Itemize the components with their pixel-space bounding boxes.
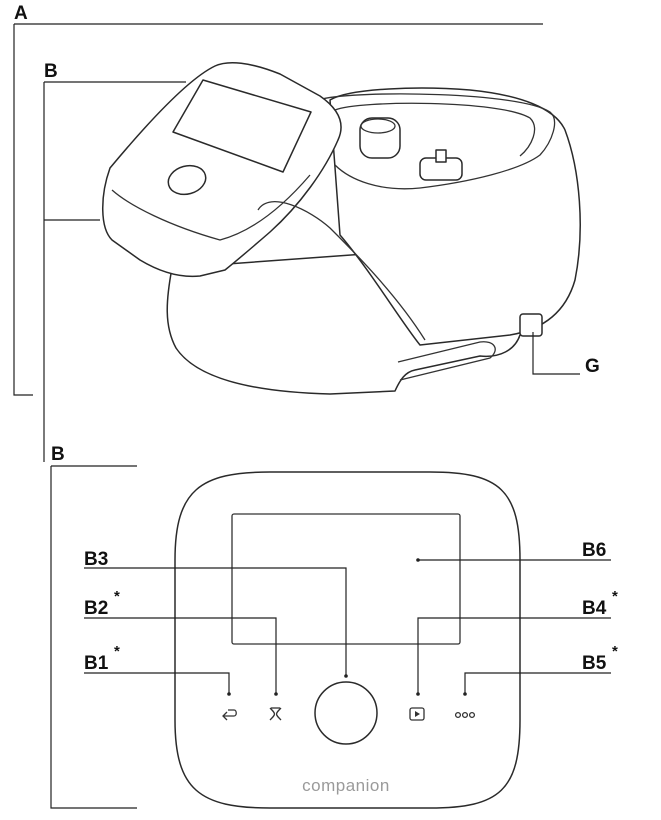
label-b3: B3 xyxy=(84,549,108,570)
asterisk-b2: * xyxy=(114,588,120,605)
brand-text: companion xyxy=(302,776,390,795)
play-icon[interactable] xyxy=(409,707,425,721)
label-b1: B1 xyxy=(84,653,109,674)
leader-b5 xyxy=(464,672,611,694)
leader-b3 xyxy=(84,567,347,676)
bowl-rim xyxy=(321,93,556,190)
head-neck xyxy=(257,201,426,341)
lid-connector xyxy=(359,117,401,159)
connector-port xyxy=(519,313,543,337)
control-panel-detail: B companion xyxy=(50,444,618,809)
device-screen xyxy=(172,79,312,173)
selector-knob[interactable] xyxy=(314,681,378,745)
label-b6: B6 xyxy=(582,540,606,561)
panel-outline xyxy=(174,471,521,809)
leader-b4 xyxy=(417,617,611,694)
device-knob xyxy=(167,164,207,196)
asterisk-b4: * xyxy=(612,588,618,605)
label-g: G xyxy=(585,356,600,377)
bowl-inner-rim xyxy=(334,102,536,157)
label-b2: B2 xyxy=(84,598,108,619)
leader-g xyxy=(532,332,580,375)
device-overview: A B G xyxy=(13,3,600,462)
more-options-icon[interactable] xyxy=(454,711,476,719)
back-arrow-icon[interactable] xyxy=(222,709,237,721)
leader-b1 xyxy=(84,672,230,694)
control-head-edge xyxy=(111,174,311,241)
asterisk-b5: * xyxy=(612,643,618,660)
label-b-bottom: B xyxy=(51,444,65,465)
leader-b2 xyxy=(84,617,277,694)
bracket-b2-side xyxy=(50,466,137,809)
scale-icon[interactable] xyxy=(269,707,282,721)
label-a: A xyxy=(14,3,28,24)
bracket-a-side xyxy=(13,24,33,396)
asterisk-b1: * xyxy=(114,643,120,660)
label-b-top: B xyxy=(44,61,58,82)
base-slot xyxy=(397,341,496,381)
label-b4: B4 xyxy=(582,598,607,619)
label-b5: B5 xyxy=(582,653,607,674)
